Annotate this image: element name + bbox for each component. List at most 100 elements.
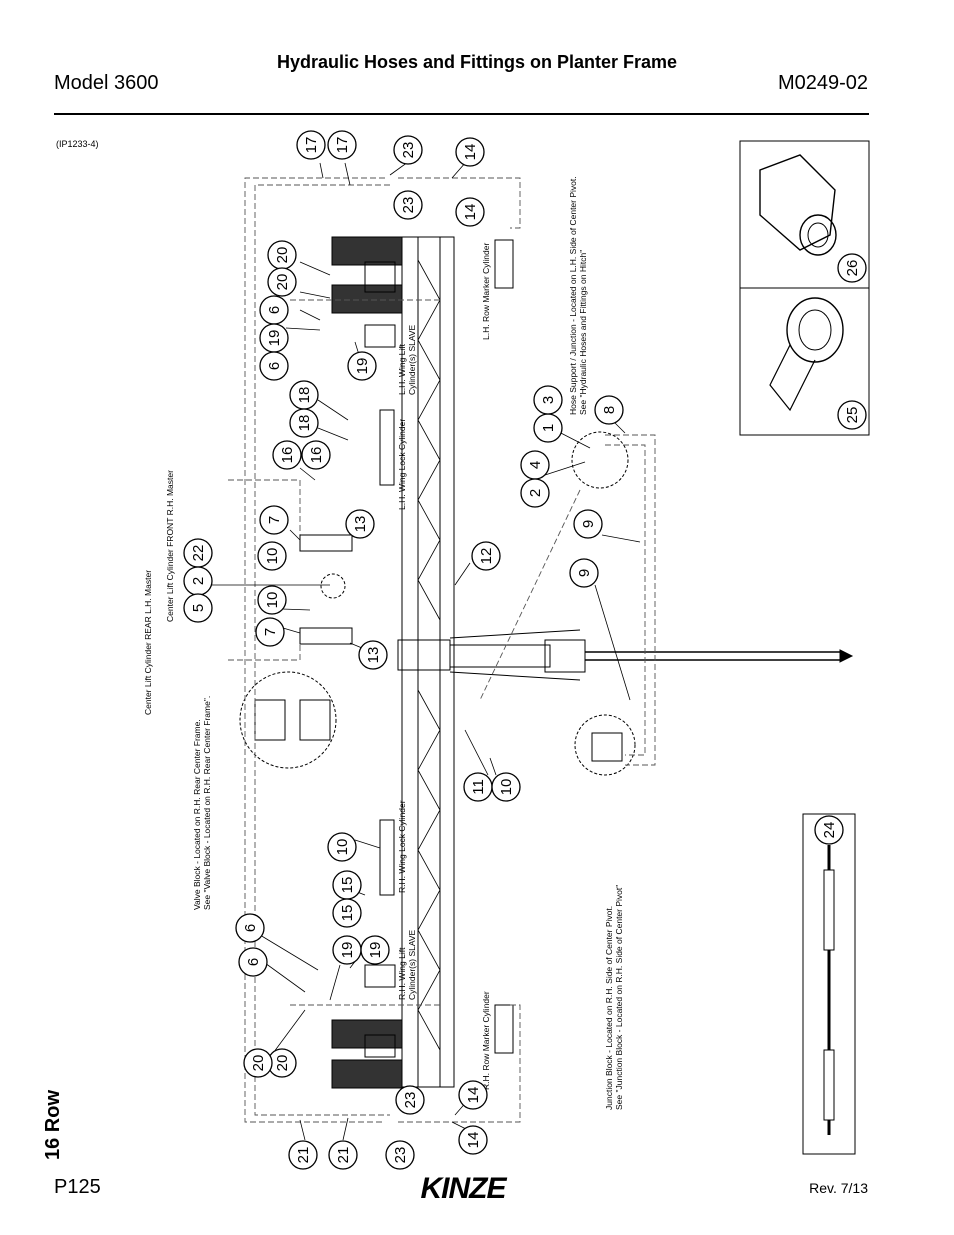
callout-number: 11 [470,779,487,795]
callout-11: 11 [463,772,493,802]
callout-17: 17 [327,130,357,160]
callout-circle [358,640,388,670]
callout-number: 19 [367,942,384,959]
callout-number: 19 [266,330,283,347]
callout-16: 16 [301,440,331,470]
rh-wing-lock-label: R.H. Wing Lock Cylinder [397,800,407,893]
callout-circle [259,505,289,535]
center-lift-cylinder-rear [299,627,353,645]
callout-circle [455,197,485,227]
model-label: Model 3600 [54,72,159,94]
row-unit-2 [331,284,403,314]
callout-4: 4 [520,450,550,480]
callout-number: 9 [576,569,593,577]
hose-24-box [802,813,856,1155]
callout-2: 2 [520,478,550,508]
callout-number: 14 [462,204,479,221]
callout-circle [360,935,390,965]
callout-circle [491,772,521,802]
lh-marker-cylinder [494,239,514,289]
callout-number: 7 [266,516,283,524]
callout-6: 6 [238,947,268,977]
callout-number: 20 [274,274,291,291]
callout-circle [327,832,357,862]
document-number: M0249-02 [777,72,868,94]
callout-10: 10 [327,832,357,862]
callout-number: 18 [296,387,313,404]
callout-20: 20 [243,1048,273,1078]
callout-21: 21 [328,1140,358,1170]
row-unit-1 [331,236,403,266]
callout-number: 9 [580,520,597,528]
callout-19: 19 [259,323,289,353]
callout-3: 3 [533,385,563,415]
center-front-label: Center Lift Cylinder FRONT R.H. Master [165,470,175,622]
junction-label-1: Junction Block - Located on R.H. Side of… [604,906,614,1110]
callout-number: 10 [334,839,351,856]
valve-block-label-2: See "Valve Block - Located on R.H. Rear … [202,696,212,910]
junction-label-2: See "Junction Block - Located on R.H. Si… [614,885,624,1110]
callout-23: 23 [385,1140,415,1170]
callout-circle [533,385,563,415]
callout-6: 6 [259,295,289,325]
callout-number: 20 [250,1055,267,1072]
hose-support-label-2: See "Hydraulic Hoses and Fittings on Hit… [578,250,588,415]
page-number: P125 [54,1176,101,1198]
callout-number: 22 [190,545,207,562]
callout-14: 14 [455,137,485,167]
callout-circle [327,130,357,160]
callout-number: 15 [339,905,356,922]
revision-label: Rev. 7/13 [809,1180,868,1196]
callout-circle [594,395,624,425]
callout-number: 12 [478,548,495,565]
valve-block-label-1: Valve Block - Located on R.H. Rear Cente… [192,719,202,910]
hose-support-label-1: Hose Support / Junction - Located on L.H… [568,176,578,415]
callout-number: 15 [339,877,356,894]
rh-wing-lift-cylinder-1 [364,964,396,988]
callout-number: 14 [465,1132,482,1149]
callout-number: 23 [402,1092,419,1109]
callout-19: 19 [360,935,390,965]
callout-circle [393,190,423,220]
callout-number: 16 [279,447,296,464]
callout-9: 9 [573,509,603,539]
callout-10: 10 [491,772,521,802]
callout-16: 16 [272,440,302,470]
callout-circle [520,478,550,508]
rh-wing-lift-label-1: R.H. Wing Lift [397,947,407,1000]
callout-number: 8 [601,406,618,414]
callout-7: 7 [259,505,289,535]
callout-circle [272,440,302,470]
figure-id: (IP1233-4) [56,139,99,149]
callout-number: 23 [400,142,417,159]
callout-24: 24 [814,815,844,845]
callout-circle [301,440,331,470]
callout-circle [837,253,867,283]
callout-18: 18 [289,380,319,410]
callout-circle [393,135,423,165]
callout-25: 25 [837,400,867,430]
callout-circle [347,351,377,381]
callout-circle [837,400,867,430]
lh-wing-lift-cylinder-1 [364,261,396,293]
center-pivot [397,639,451,671]
component-labels: L.H. Row Marker Cylinder L.H. Wing Lift … [143,176,624,1110]
callout-23: 23 [393,190,423,220]
callout-14: 14 [455,197,485,227]
callout-circle [183,593,213,623]
hose-support-detail [571,431,629,489]
callout-number: 20 [274,1055,291,1072]
callout-15: 15 [332,870,362,900]
kinze-logo: KINZE [421,1172,509,1205]
callout-number: 14 [465,1087,482,1104]
callout-circle [328,1140,358,1170]
callout-23: 23 [395,1085,425,1115]
callout-number: 13 [365,647,382,664]
lh-wing-lift-label-1: L.H. Wing Lift [397,343,407,395]
lh-wing-lock-label: L.H. Wing Lock Cylinder [397,419,407,510]
toolbar-frame [401,236,455,1088]
callout-circle [345,509,375,539]
callout-2: 2 [183,566,213,596]
callout-number: 25 [844,407,861,424]
